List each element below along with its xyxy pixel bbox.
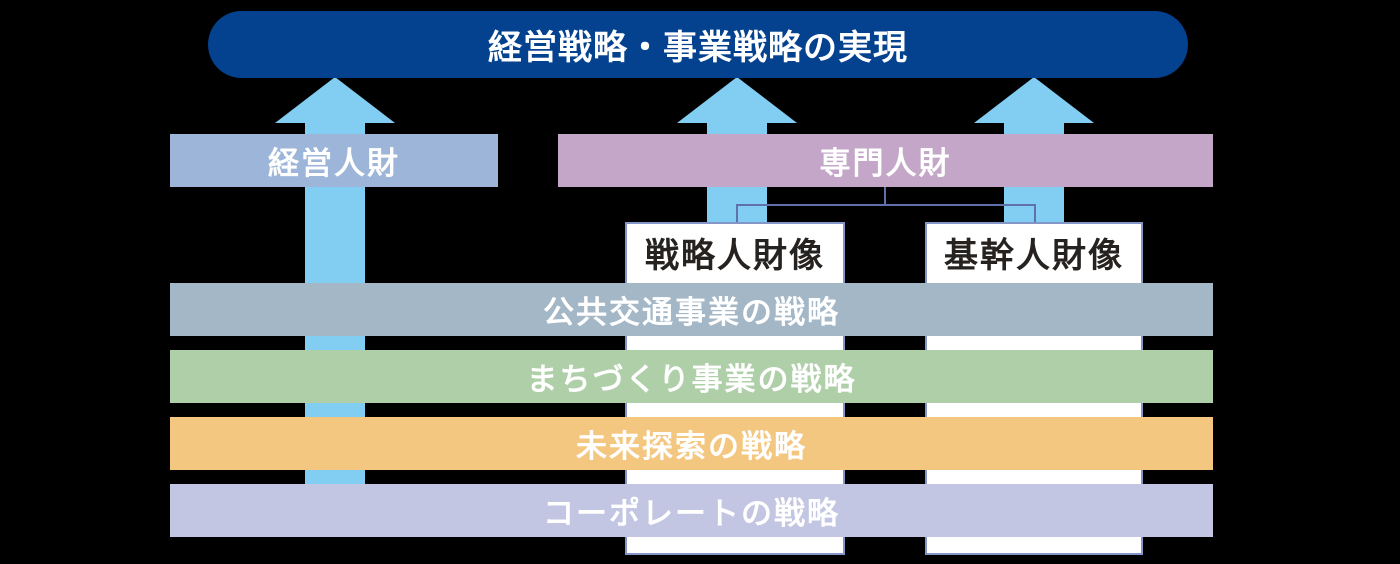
public-transport-strategy-label: 公共交通事業の戦略 xyxy=(543,295,840,330)
profile-box-strategic-label: 戦略人財像 xyxy=(625,222,845,283)
profile-box-core-label: 基幹人財像 xyxy=(925,222,1143,283)
specialist-talent-label: 専門人財 xyxy=(819,146,952,181)
connector-drop-right xyxy=(1034,204,1036,223)
connector-stem xyxy=(884,187,886,206)
up-arrow-head-left xyxy=(275,77,395,123)
goal-banner-label: 経営戦略・事業戦略の実現 xyxy=(488,29,908,67)
connector-crossbar xyxy=(736,204,1036,206)
management-talent-label: 経営人財 xyxy=(268,146,400,181)
strategy-bar-corporate: コーポレートの戦略 xyxy=(170,484,1213,537)
core-talent-profile-text: 基幹人財像 xyxy=(944,237,1124,275)
strategy-bar-public-transport: 公共交通事業の戦略 xyxy=(170,283,1213,336)
goal-banner: 経営戦略・事業戦略の実現 xyxy=(208,11,1188,78)
connector-drop-left xyxy=(736,204,738,223)
strategy-bar-community-development: まちづくり事業の戦略 xyxy=(170,350,1213,403)
strategic-talent-profile-text: 戦略人財像 xyxy=(645,237,825,275)
future-exploration-strategy-label: 未来探索の戦略 xyxy=(576,429,807,464)
up-arrow-head-right xyxy=(974,77,1094,123)
corporate-strategy-label: コーポレートの戦略 xyxy=(543,496,840,531)
management-talent-bar: 経営人財 xyxy=(170,134,498,187)
specialist-talent-bar: 専門人財 xyxy=(558,134,1213,187)
up-arrow-head-middle xyxy=(677,77,797,123)
strategy-bar-future-exploration: 未来探索の戦略 xyxy=(170,417,1213,470)
community-development-strategy-label: まちづくり事業の戦略 xyxy=(526,362,857,397)
